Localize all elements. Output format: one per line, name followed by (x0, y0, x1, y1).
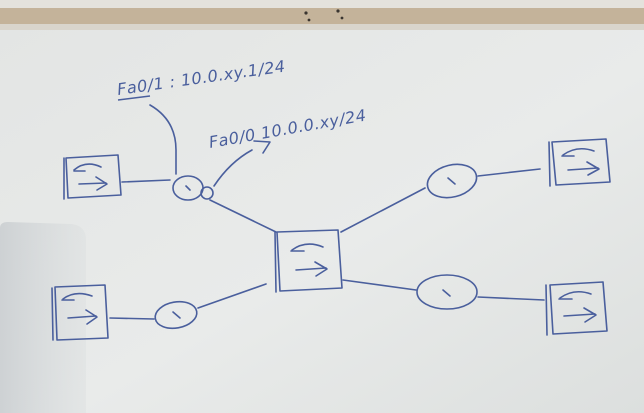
diagram-ink (51, 104, 611, 341)
board-frame-top (0, 24, 644, 30)
switch-icon (63, 154, 122, 200)
light-glare (0, 222, 86, 413)
marker-tray (0, 8, 644, 26)
link-line (477, 168, 541, 177)
link-line (340, 187, 426, 233)
router-icon (426, 163, 478, 199)
link-line (121, 179, 171, 183)
screw-dot (336, 9, 340, 13)
switch-icon (51, 284, 109, 341)
switch-icon (274, 229, 343, 293)
switch-icon (545, 281, 608, 336)
ceiling-edge (0, 0, 644, 8)
link-line (109, 317, 155, 320)
screw-dot (340, 16, 344, 20)
whiteboard-surface (0, 30, 644, 413)
annotation-leader (149, 104, 177, 175)
switch-icon (548, 138, 611, 187)
annotation-arrow (213, 149, 253, 187)
screw-dot (304, 11, 308, 15)
link-line (197, 283, 267, 309)
underline (117, 95, 151, 101)
screw-dot (307, 18, 311, 22)
router-icon (172, 175, 214, 201)
router-icon (416, 274, 478, 310)
router-icon (154, 300, 198, 330)
link-line (209, 199, 277, 233)
link-line (342, 279, 417, 291)
link-line (477, 296, 545, 301)
arrowhead-icon (253, 140, 271, 154)
